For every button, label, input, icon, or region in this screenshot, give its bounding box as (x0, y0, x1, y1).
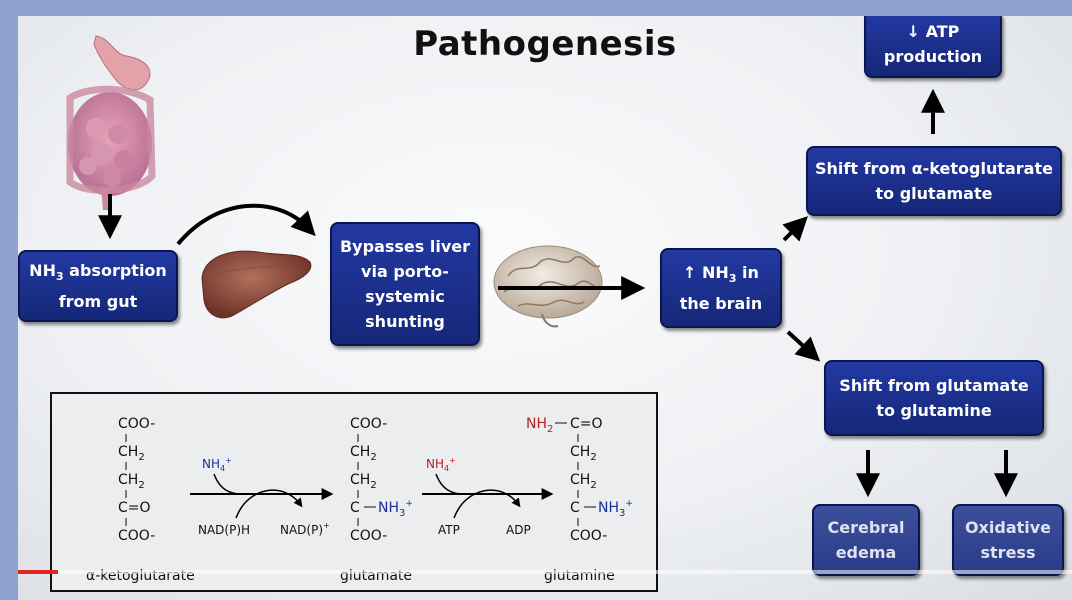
akg-structure: COO- CH2 CH2 C=O COO- α-ketoglutarate (86, 416, 195, 584)
svg-text:C: C (570, 500, 580, 516)
svg-text:NH3+: NH3+ (378, 499, 413, 519)
liver-illustration (201, 250, 312, 319)
akg-ch2-b: CH2 (118, 472, 145, 491)
glutamate-structure: COO- CH2 CH2 C NH3+ COO- glutamate (340, 416, 413, 584)
step1-nadph: NAD(P)H (198, 523, 250, 537)
arrow-curved-to-bypass (176, 203, 316, 246)
bypasses-liver-box: Bypasses liver via porto- systemic shunt… (330, 222, 480, 346)
svg-text:COO-: COO- (350, 528, 387, 544)
slide-title: Pathogenesis (413, 24, 677, 64)
step1-arrow: NH4+ NAD(P)H NAD(P)+ (190, 456, 334, 537)
svg-text:C=O: C=O (570, 416, 603, 432)
akg-ch2-a: CH2 (118, 444, 145, 463)
akg-co: C=O (118, 500, 151, 516)
svg-text:COO-: COO- (350, 416, 387, 432)
svg-text:NH2: NH2 (526, 416, 553, 435)
svg-text:CH2: CH2 (350, 444, 377, 463)
nh3-absorption-box: NH3 absorption from gut (18, 250, 178, 322)
cerebral-edema-box: Cerebral edema (812, 504, 920, 576)
step1-nadp: NAD(P)+ (280, 521, 330, 537)
step2-adp: ADP (506, 523, 531, 537)
step2-atp: ATP (438, 523, 460, 537)
gut-illustration (66, 35, 156, 211)
svg-text:CH2: CH2 (350, 472, 377, 491)
shift-glutamate-to-glutamine-box: Shift from glutamate to glutamine (824, 360, 1044, 436)
nh3-brain-box: ↑ NH3 in the brain (660, 248, 782, 328)
video-progress-fill (18, 570, 59, 574)
svg-text:CH2: CH2 (570, 444, 597, 463)
step2-arrow: NH4+ ATP ADP (422, 456, 554, 537)
akg-coo-top: COO- (118, 416, 155, 432)
step1-nh4: NH4+ (202, 456, 232, 473)
svg-text:C: C (350, 500, 360, 516)
svg-text:COO-: COO- (570, 528, 607, 544)
reaction-scheme: COO- CH2 CH2 C=O COO- α-ketoglutarate NH… (86, 416, 633, 584)
diagram-graphics (66, 35, 1018, 498)
arrow-to-shift-glutamine (786, 330, 821, 362)
svg-text:NH3+: NH3+ (598, 499, 633, 519)
flow-arrows (98, 88, 1018, 498)
shift-akg-to-glutamate-box: Shift from α-ketoglutarate to glutamate (806, 146, 1062, 216)
reaction-panel: COO- CH2 CH2 C=O COO- α-ketoglutarate NH… (50, 392, 658, 592)
slide: Pathogenesis (18, 16, 1072, 600)
arrow-to-shift-akg (782, 216, 808, 242)
step2-nh4: NH4+ (426, 456, 456, 473)
akg-coo-bottom: COO- (118, 528, 155, 544)
video-progress-bar[interactable] (18, 570, 1072, 574)
oxidative-stress-box: Oxidative stress (952, 504, 1064, 576)
glutamine-structure: NH2 C=O CH2 CH2 C NH3+ COO- glutamine (526, 416, 633, 584)
svg-text:CH2: CH2 (570, 472, 597, 491)
atp-production-box: ↓ ATP production (864, 16, 1002, 78)
